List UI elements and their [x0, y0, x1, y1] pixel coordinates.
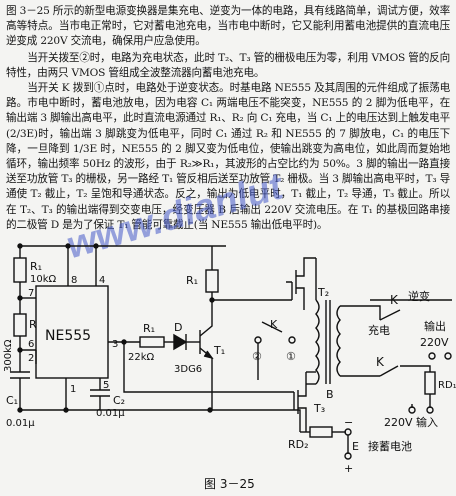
c2-label: C₂	[113, 394, 125, 407]
t2-drain-source	[296, 266, 305, 310]
figure-caption: 图 3－25	[204, 477, 255, 491]
ne555-chip	[35, 285, 109, 379]
transformer-label: B	[326, 388, 334, 401]
paragraph-intro: 图 3－25 所示的新型电源变换器是集充电、逆变为一体的电路，具有线路简单，调试…	[6, 5, 450, 48]
battery-e-label: E	[352, 440, 359, 453]
circuit-diagram: R₁ 10kΩ R₂ 300kΩ C₁ 0.01μ NE555 8 4 7 6 …	[3, 243, 456, 491]
r1-label: R₁	[30, 260, 42, 273]
pin-2: 2	[28, 353, 34, 364]
rd1-label: RD₁	[438, 380, 456, 391]
rd2-fuse	[309, 426, 333, 438]
input-terminal-2	[426, 406, 434, 414]
output-voltage-label: 220V	[420, 336, 449, 349]
wire-rd1-input	[411, 394, 431, 408]
wire-secondary-top	[340, 305, 381, 320]
ground-node-c1	[17, 407, 23, 413]
transformer-primary	[315, 299, 320, 385]
wire-pin3-to-t3	[123, 342, 294, 393]
input-label: 220V 输入	[384, 415, 438, 429]
base-resistor-label: R₁	[143, 322, 155, 335]
battery-plus: +	[344, 462, 353, 475]
t1-label: T₁	[213, 344, 225, 357]
t2-gate	[286, 281, 293, 300]
battery-label: 接蓄电池	[368, 440, 412, 453]
t1-collector	[199, 300, 213, 337]
output-label: 输出	[424, 319, 446, 333]
paragraph-inverting: 当开关 K 拨到①点时，电路处于逆变状态。时基电路 NE555 及其周围的元件组…	[6, 82, 450, 231]
r2-value: 300kΩ	[3, 339, 14, 372]
r1-resistor	[13, 257, 27, 283]
inverter-label: 逆变	[408, 289, 430, 303]
wire-to-rd1	[400, 365, 431, 372]
pin-8: 8	[71, 275, 77, 286]
paragraph-charging: 当开关拨至②时，电路为充电状态，此时 T₂、T₃ 管的栅极电压为零，利用 VMO…	[6, 52, 450, 80]
base-resistor	[139, 336, 165, 348]
t3-label: T₃	[313, 402, 325, 415]
ground-node-pin1	[63, 407, 69, 413]
transformer-secondary	[336, 305, 341, 377]
pin-6: 6	[28, 339, 34, 350]
ne555-label: NE555	[45, 328, 91, 344]
c1-value: 0.01μ	[6, 418, 35, 429]
battery-minus: −	[344, 416, 353, 429]
output-terminal-2	[444, 352, 452, 360]
switch-pos1-node	[288, 336, 296, 344]
t2-drain-lead	[303, 257, 316, 266]
rd1-fuse	[424, 371, 436, 395]
battery-terminal-plus	[344, 452, 352, 460]
diode-label: D	[174, 321, 182, 334]
c1-label: C₁	[6, 394, 18, 407]
r1-value: 10kΩ	[30, 274, 57, 285]
pin-4: 4	[99, 275, 105, 286]
bottom-ground-rail	[20, 409, 301, 432]
c2-value: 0.01μ	[96, 408, 125, 419]
node-pin6	[17, 347, 23, 353]
rl-label: R₁	[186, 274, 198, 287]
output-terminal-1	[428, 352, 436, 360]
pin-1: 1	[70, 384, 76, 395]
pin-3: 3	[112, 339, 118, 350]
diode-part: 3DG6	[174, 364, 202, 375]
rd2-label: RD₂	[288, 438, 309, 451]
t2-label: T₂	[317, 286, 329, 299]
switch-pos2-node	[254, 336, 262, 344]
pin-7: 7	[28, 288, 34, 299]
base-resistor-value: 22kΩ	[128, 352, 155, 363]
switch-k-arm	[261, 321, 283, 333]
r2-resistor	[13, 313, 27, 337]
t1-emitter-arrow	[203, 350, 214, 360]
switch-pos2-label: ②	[252, 350, 262, 363]
input-terminal-1	[408, 406, 416, 414]
switch-k-label: K	[270, 318, 278, 331]
charge-label: 充电	[368, 323, 390, 337]
diode-d	[173, 333, 188, 351]
relay-charge-contact	[379, 365, 399, 377]
switch-pos1-label: ①	[286, 350, 296, 363]
relay-k-bottom-label: K	[376, 355, 385, 369]
t3-drain-source	[298, 372, 307, 432]
relay-inverter-contact	[379, 309, 401, 321]
rl-resistor	[205, 269, 219, 293]
pin-5: 5	[103, 380, 109, 391]
